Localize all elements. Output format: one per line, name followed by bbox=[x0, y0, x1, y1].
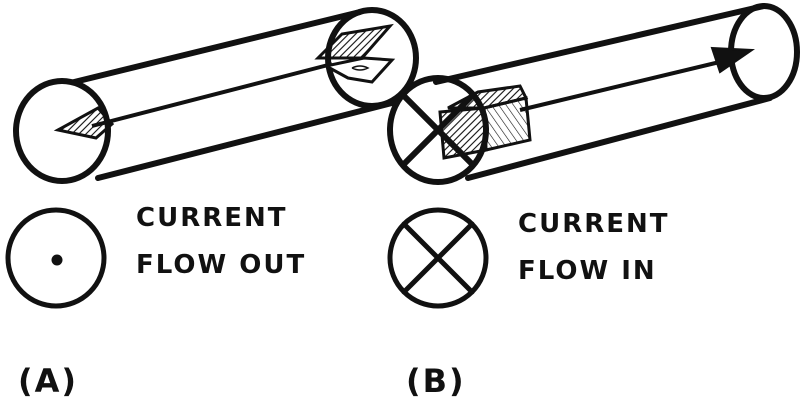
panel-b-tag: (B) bbox=[406, 362, 466, 400]
flow-in-label-line1: CURRENT bbox=[518, 209, 670, 239]
flow-in-label-line2: FLOW IN bbox=[518, 256, 657, 286]
wire-b-front bbox=[387, 75, 489, 185]
panel-a-tag: (A) bbox=[18, 362, 79, 400]
arrow-b bbox=[438, 46, 756, 160]
dot-icon bbox=[5, 207, 107, 309]
arrow-b-shaft bbox=[519, 58, 729, 112]
wire-b-top-edge bbox=[433, 3, 767, 85]
wire-b-front-end bbox=[387, 75, 489, 185]
cross-icon bbox=[387, 207, 489, 309]
flow-out-label-line1: CURRENT bbox=[136, 203, 288, 233]
wire-a-bottom-edge bbox=[95, 100, 395, 181]
arrow-a bbox=[53, 23, 396, 140]
wire-a-top-edge bbox=[59, 9, 363, 88]
arrow-b-feather-block-front bbox=[482, 96, 532, 152]
arrow-a-shaft bbox=[91, 62, 333, 128]
arrow-b-head bbox=[710, 46, 756, 74]
wire-cylinder-b bbox=[433, 3, 800, 181]
flow-out-label-line2: FLOW OUT bbox=[136, 250, 307, 280]
arrow-a-feather-top bbox=[314, 23, 394, 60]
arrow-a-point bbox=[53, 106, 115, 140]
wire-b-bottom-edge bbox=[465, 95, 773, 181]
